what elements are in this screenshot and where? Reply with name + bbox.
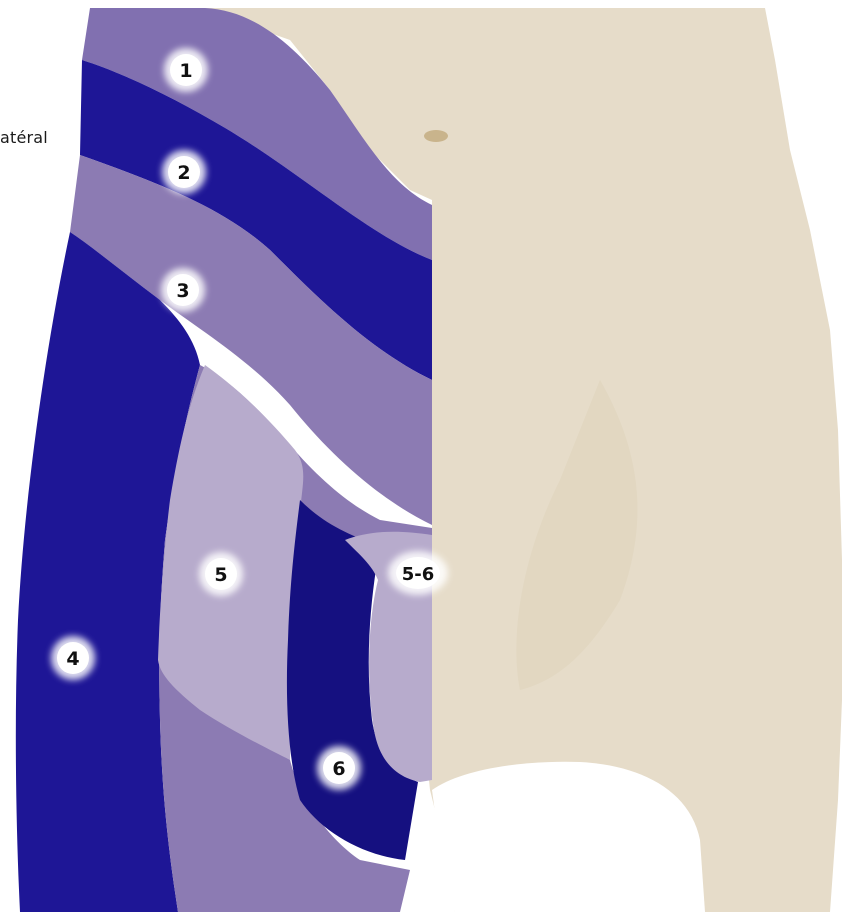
marker-2: 2 (162, 150, 206, 194)
marker-6: 6 (317, 746, 361, 790)
marker-4-label: 4 (66, 648, 79, 670)
navel (424, 130, 448, 142)
marker-3-label: 3 (176, 280, 189, 302)
side-label-text: atéral (0, 128, 48, 147)
marker-5-label: 5 (214, 564, 227, 586)
marker-5-6-label: 5-6 (402, 564, 435, 585)
marker-1: 1 (164, 48, 208, 92)
marker-5-6: 5-6 (388, 551, 448, 595)
marker-3: 3 (161, 268, 205, 312)
marker-6-label: 6 (332, 758, 345, 780)
marker-4: 4 (51, 636, 95, 680)
marker-1-label: 1 (179, 60, 192, 82)
marker-2-label: 2 (177, 162, 190, 184)
marker-5: 5 (199, 552, 243, 596)
